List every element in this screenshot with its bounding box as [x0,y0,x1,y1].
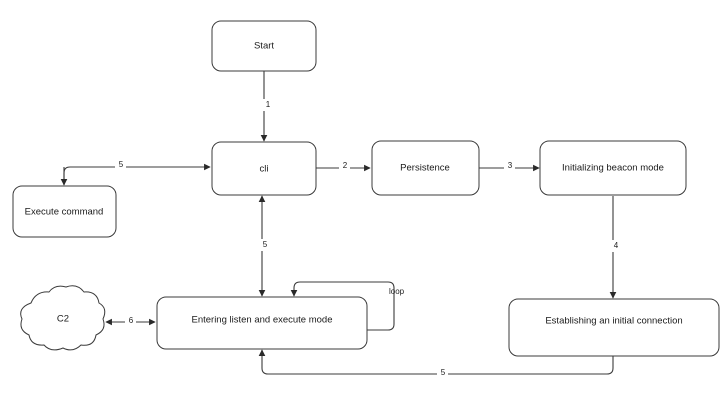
node-start-shape[interactable] [211,20,317,72]
node-execute-command-label: Execute command [25,207,104,218]
edge-label-4: 4 [614,241,619,250]
edge-label-3: 3 [508,161,513,170]
node-initializing-beacon-mode[interactable]: Initializing beacon mode [539,140,687,196]
edge-label-5-execute: 5 [119,160,124,169]
node-persistence[interactable]: Persistence [371,140,480,196]
node-persistence-label: Persistence [400,163,450,174]
node-execute-command-shape[interactable] [12,185,117,238]
node-listen-label: Entering listen and execute mode [191,315,332,326]
edge-cli-to-persistence: 2 [316,161,371,174]
node-c2[interactable]: C2 [20,285,106,351]
edge-label-6: 6 [129,316,134,325]
edge-establishing-to-listen: 5 [258,349,614,380]
node-beacon-shape[interactable] [539,140,687,196]
edge-label-5-bottom: 5 [441,368,446,377]
edge-label-loop: loop [389,287,405,296]
edge-listen-self-loop: loop [290,281,405,331]
node-establishing-label: Establishing an initial connection [545,316,682,327]
node-persistence-shape[interactable] [371,140,480,196]
node-beacon-label: Initializing beacon mode [562,163,664,174]
edge-beacon-to-establishing: 4 [608,196,619,299]
node-establishing-initial-connection[interactable]: Establishing an initial connection [508,298,720,357]
edge-execute-command-return: 5 [60,160,211,186]
node-start-label: Start [254,41,274,52]
edge-start-to-cli: 1 [259,71,271,142]
edge-persistence-to-beacon: 3 [479,161,540,174]
edge-label-5-vertical: 5 [263,240,268,249]
node-execute-command[interactable]: Execute command [12,185,117,238]
node-cli-shape[interactable] [211,141,317,196]
edge-listen-to-cli: 5 [257,195,268,297]
node-listen-shape[interactable] [156,296,368,350]
node-c2-label: C2 [57,314,69,325]
node-start[interactable]: Start [211,20,317,72]
edge-label-1: 1 [266,100,271,109]
node-entering-listen-and-execute-mode[interactable]: Entering listen and execute mode [156,296,368,350]
node-c2-shape[interactable] [20,285,106,351]
edge-listen-to-c2: 6 [105,316,156,328]
node-establishing-shape[interactable] [508,298,720,357]
node-cli[interactable]: cli [211,141,317,196]
node-cli-label: cli [260,164,269,175]
edge-label-2: 2 [343,161,348,170]
